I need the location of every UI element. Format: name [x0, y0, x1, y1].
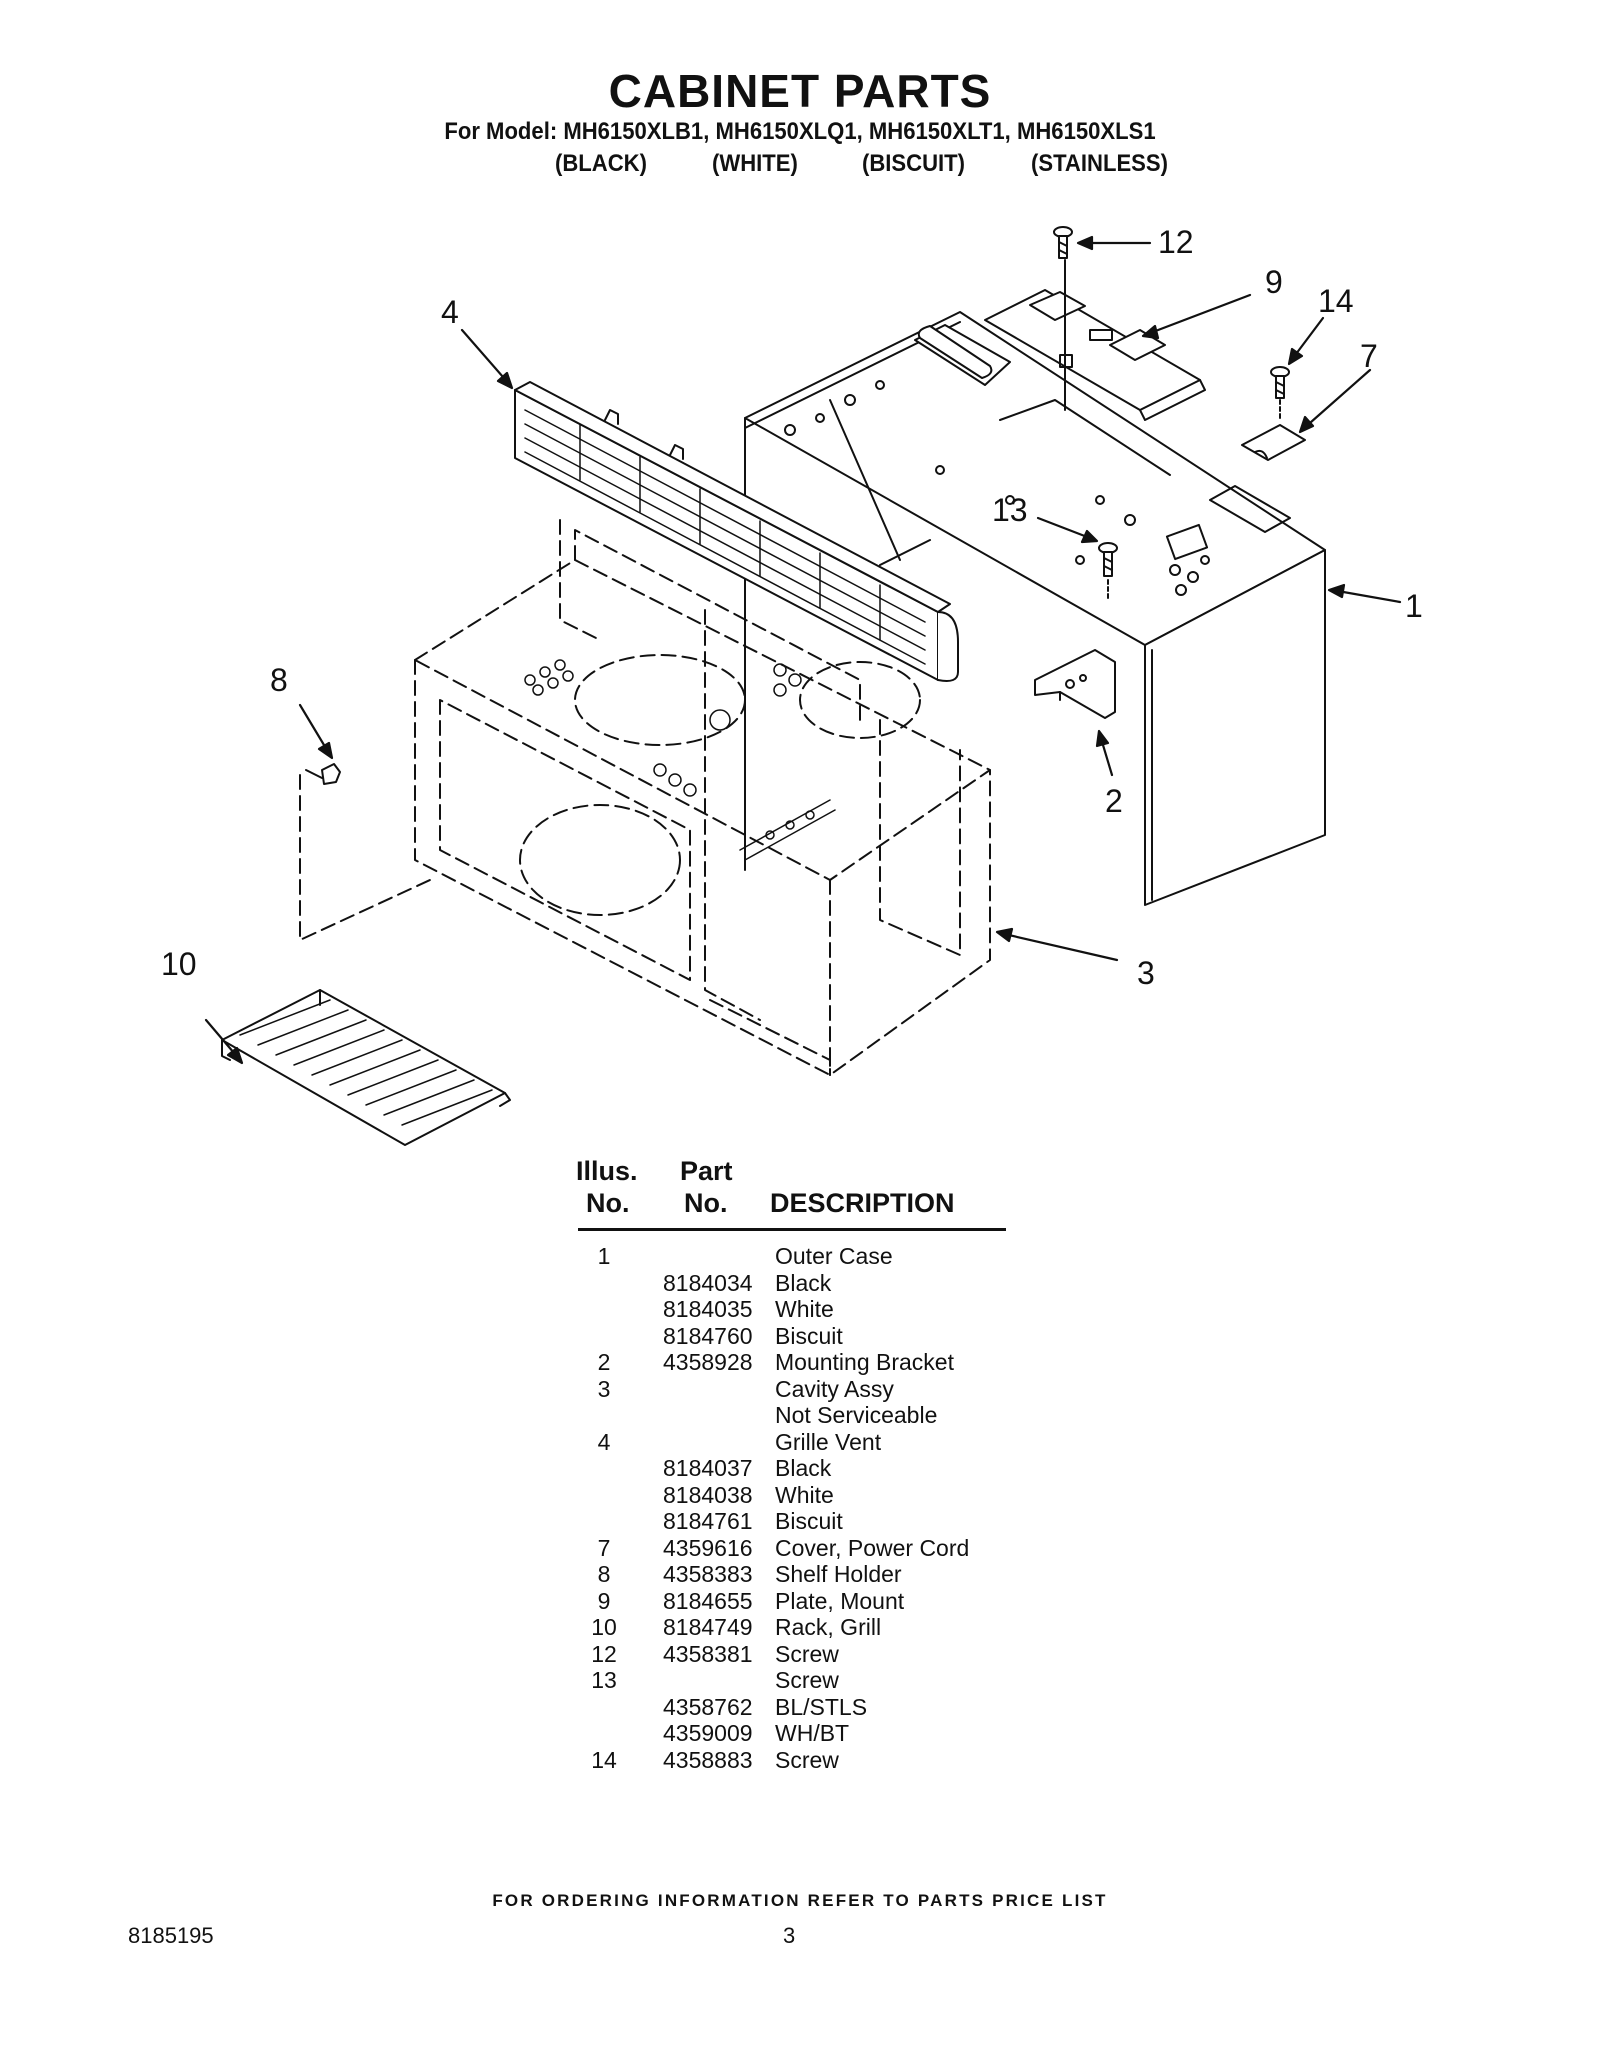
callout-12: 12: [1158, 224, 1194, 260]
part-no-cell: 4358762: [663, 1693, 753, 1720]
illus-no-cell: 3: [597, 1375, 611, 1402]
description-cell: Plate, Mount: [775, 1587, 905, 1614]
illus-no-cell: 10: [591, 1614, 617, 1640]
table-header-rule: [578, 1228, 1006, 1231]
screw-12-part: [1053, 226, 1073, 259]
description-cell: White: [775, 1481, 834, 1508]
part-no-cell: 8184655: [663, 1587, 753, 1614]
power-cord-cover-part: [1241, 424, 1306, 461]
illus-no-cell: 14: [591, 1746, 617, 1773]
screw-14-part: [1270, 366, 1290, 421]
description-cell: Black: [775, 1269, 832, 1296]
part-header-line2: No.: [684, 1188, 728, 1218]
callout-4: 4: [441, 294, 459, 330]
description-cell: Screw: [775, 1667, 839, 1693]
part-no-cell: 4359009: [663, 1720, 753, 1746]
part-header-line1: Part: [680, 1156, 733, 1186]
part-no-cell: 4358928: [663, 1349, 753, 1375]
part-no-cell: 8184761: [663, 1508, 753, 1534]
illus-no-cell: 2: [597, 1349, 611, 1375]
page-title: CABINET PARTS: [608, 65, 992, 117]
callout-1: 1: [1405, 588, 1423, 624]
outer-case-part: [744, 311, 1326, 906]
part-no-cell: 8184749: [663, 1614, 753, 1640]
part-no-cell: 8184038: [663, 1481, 753, 1508]
illus-no-cell: 12: [591, 1640, 617, 1667]
color-stainless-label: (STAINLESS): [1031, 150, 1168, 177]
illus-header-line1: Illus.: [576, 1156, 638, 1186]
model-list: For Model: MH6150XLB1, MH6150XLQ1, MH615…: [444, 118, 1156, 145]
color-black-label: (BLACK): [555, 150, 647, 177]
part-no-cell: 4359616: [663, 1534, 753, 1561]
part-no-cell: 8184037: [663, 1455, 753, 1481]
callout-14: 14: [1318, 283, 1354, 319]
illus-no-cell: 1: [597, 1243, 611, 1269]
illus-no-cell: 8: [597, 1561, 611, 1587]
illus-no-cell: 4: [597, 1428, 611, 1455]
description-cell: Outer Case: [775, 1243, 893, 1269]
color-biscuit-label: (BISCUIT): [862, 150, 966, 177]
cavity-assembly-part: [299, 519, 991, 1076]
callout-9: 9: [1265, 264, 1283, 300]
ordering-note: FOR ORDERING INFORMATION REFER TO PARTS …: [492, 1891, 1108, 1910]
part-no-cell: 4358383: [663, 1561, 753, 1587]
screw-13-part: [1098, 542, 1118, 601]
callout-7: 7: [1360, 338, 1378, 374]
color-white-label: (WHITE): [712, 150, 798, 177]
description-cell: Not Serviceable: [775, 1402, 938, 1428]
part-no-cell: 4358883: [663, 1746, 753, 1773]
description-cell: Cover, Power Cord: [775, 1534, 970, 1561]
description-cell: Biscuit: [775, 1508, 843, 1534]
exploded-parts-diagram: [204, 226, 1402, 1146]
description-cell: White: [775, 1296, 834, 1322]
description-cell: Screw: [775, 1746, 839, 1773]
mounting-bracket-part: [1034, 649, 1116, 719]
callout-13: 13: [992, 492, 1028, 528]
illus-header-line2: No.: [586, 1188, 630, 1218]
description-cell: Rack, Grill: [775, 1614, 882, 1640]
description-cell: Grille Vent: [775, 1428, 882, 1455]
callout-10: 10: [161, 946, 197, 982]
description-cell: Biscuit: [775, 1322, 843, 1349]
illus-no-cell: 7: [597, 1534, 611, 1561]
description-cell: Cavity Assy: [775, 1375, 894, 1402]
description-header: DESCRIPTION: [770, 1188, 955, 1218]
callout-3: 3: [1137, 955, 1155, 991]
description-cell: BL/STLS: [775, 1693, 868, 1720]
cavity-details: [524, 659, 836, 861]
illus-no-cell: 13: [591, 1667, 617, 1693]
callout-2: 2: [1105, 783, 1123, 819]
mount-plate-part: [984, 259, 1206, 421]
description-cell: WH/BT: [775, 1720, 850, 1746]
description-cell: Black: [775, 1455, 832, 1481]
callout-8: 8: [270, 662, 288, 698]
page-number: 3: [783, 1923, 796, 1948]
grill-rack-part: [221, 989, 511, 1146]
description-cell: Shelf Holder: [775, 1561, 902, 1587]
description-cell: Screw: [775, 1640, 839, 1667]
document-number: 8185195: [128, 1923, 214, 1948]
shelf-holder-part: [305, 763, 341, 785]
part-no-cell: 8184760: [663, 1322, 753, 1349]
description-cell: Mounting Bracket: [775, 1349, 954, 1375]
illus-no-cell: 9: [597, 1587, 611, 1614]
grille-vent-part: [514, 381, 959, 682]
part-no-cell: 8184035: [663, 1296, 753, 1322]
callout-leader-lines: [204, 235, 1402, 1065]
part-no-cell: 8184034: [663, 1269, 753, 1296]
part-no-cell: 4358381: [663, 1640, 753, 1667]
